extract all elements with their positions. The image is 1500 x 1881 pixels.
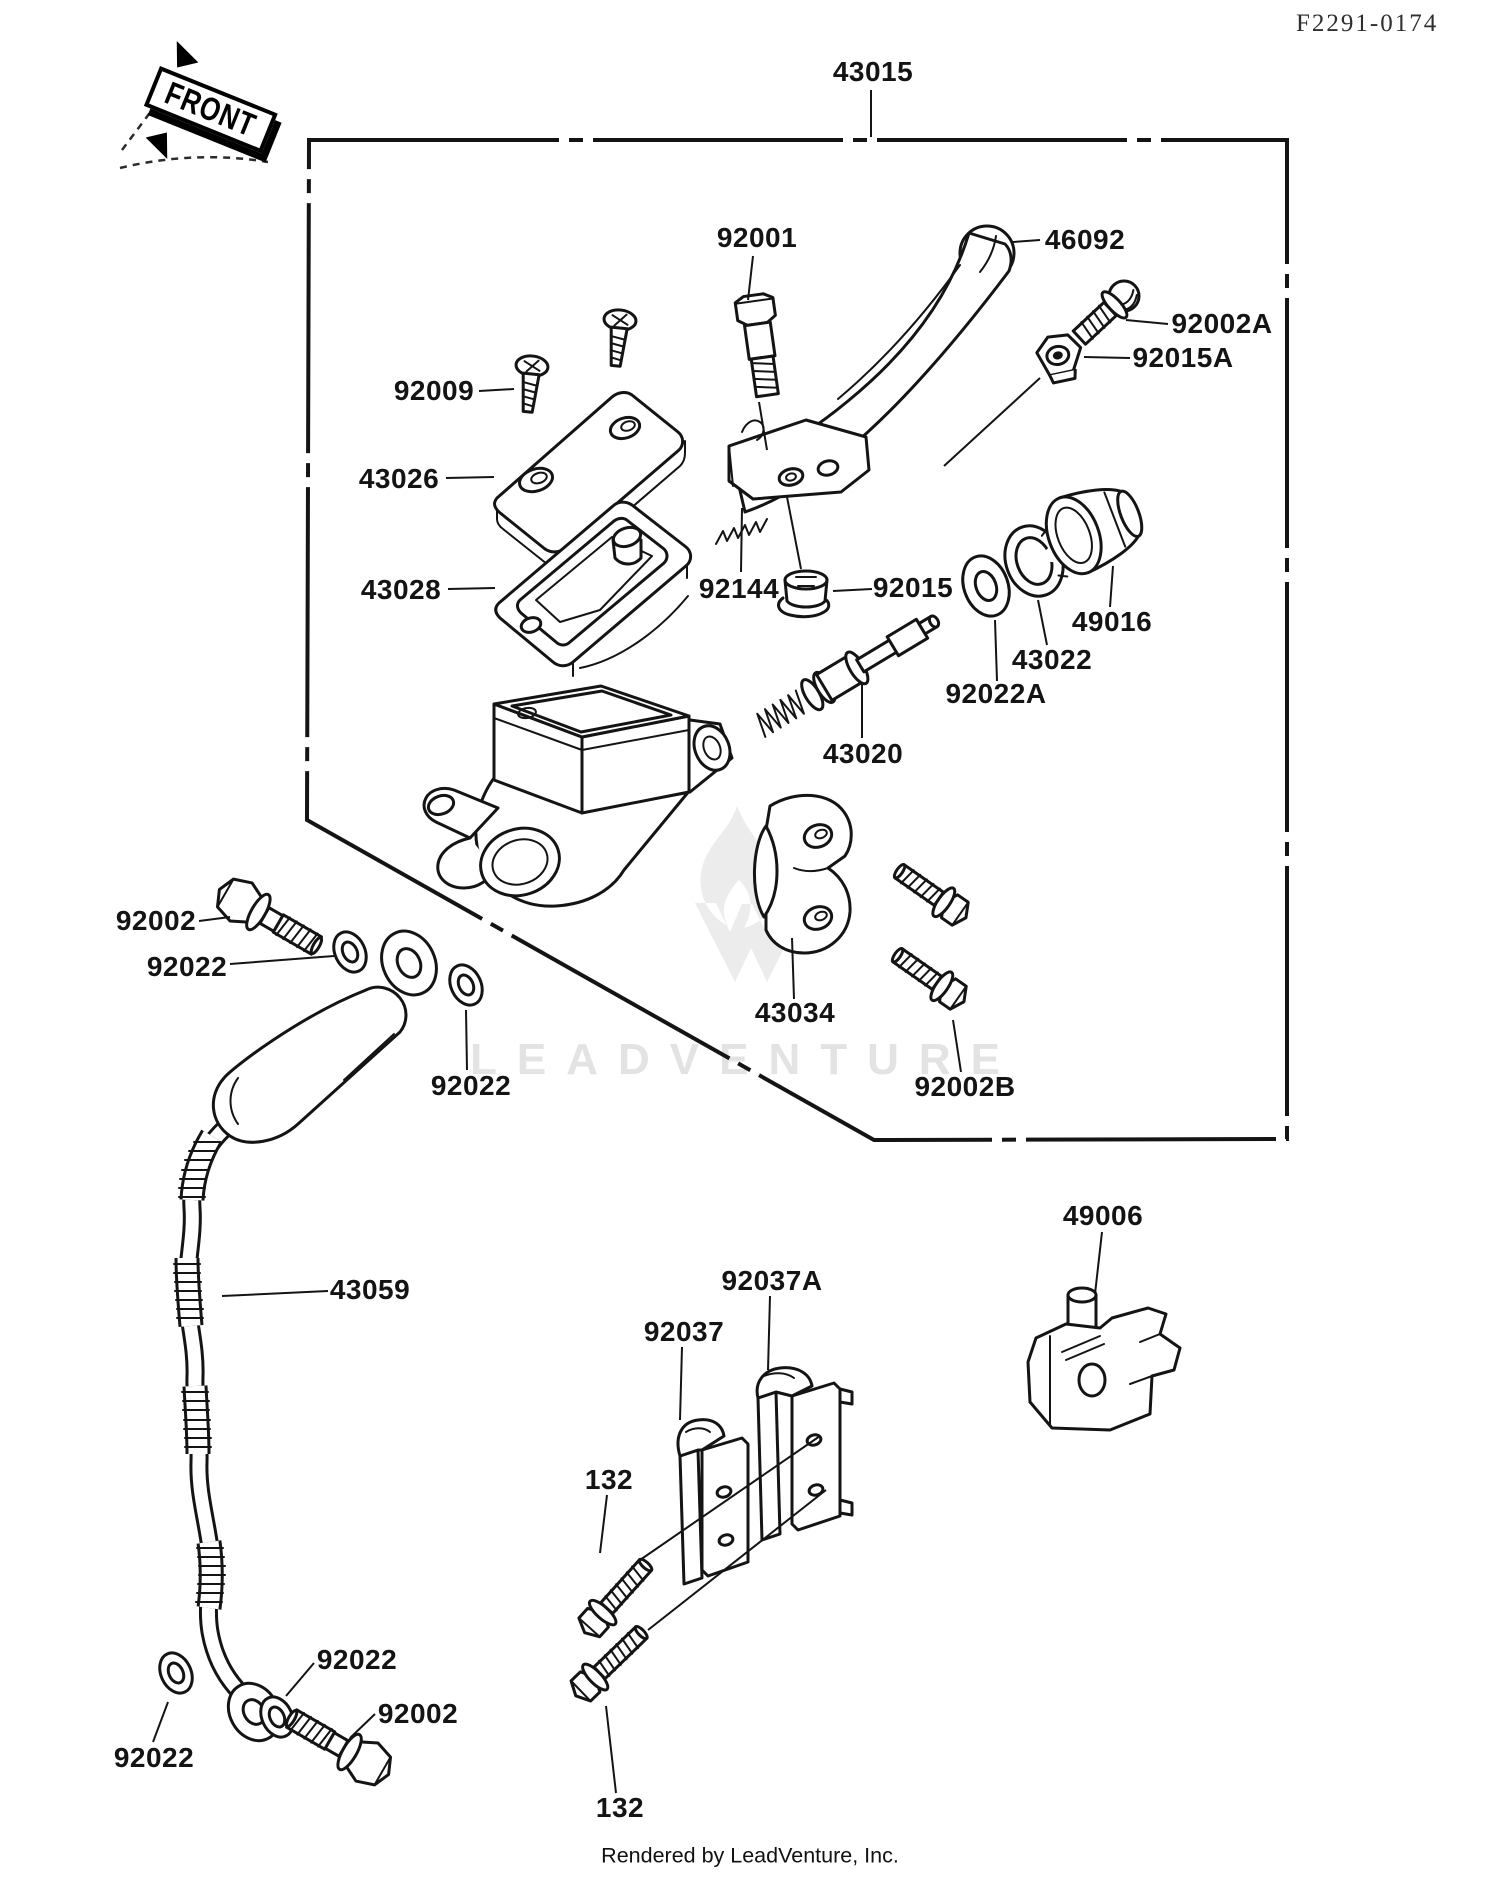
aux-line-4	[647, 1489, 827, 1631]
part-label-92022-16: 92022	[430, 1070, 512, 1101]
assembly-boundary-43015	[304, 138, 1289, 1143]
part-pivot-cap-92015	[777, 569, 831, 619]
part-label-132-23: 132	[584, 1464, 634, 1495]
watermark-text: LEADVENTURE	[469, 1035, 1021, 1084]
fiche-code: F2291-0174	[1296, 10, 1439, 37]
footer-credit: Rendered by LeadVenture, Inc.	[601, 1843, 899, 1868]
part-bracket-bolt-132-2	[569, 1624, 649, 1703]
part-master-cylinder-body	[422, 684, 734, 908]
part-label-92022A-12: 92022A	[945, 678, 1047, 709]
part-label-92002-14: 92002	[115, 905, 197, 936]
leader-line-92022A	[994, 619, 998, 682]
part-label-92022-25: 92022	[316, 1644, 398, 1675]
part-washer-92022a	[961, 554, 1011, 618]
part-label-92009-5: 92009	[393, 375, 475, 406]
leader-lines-layer	[152, 90, 1169, 1794]
part-label-43022-11: 43022	[1011, 644, 1093, 675]
aux-line-1	[943, 377, 1041, 467]
leader-line-92001	[747, 255, 754, 301]
part-banjo-bolt-bottom-92002	[284, 1708, 393, 1787]
part-label-92001-1: 92001	[716, 222, 798, 253]
leader-line-92037	[679, 1346, 683, 1421]
part-label-43028-7: 43028	[360, 574, 442, 605]
leader-line-43034	[791, 937, 795, 1000]
front-badge-dash	[119, 155, 269, 170]
leader-line-49016	[1109, 565, 1114, 608]
aux-line-3	[639, 1435, 821, 1561]
part-brake-hose-43059	[173, 929, 438, 1743]
leader-line-92015	[832, 588, 873, 592]
part-label-92015-9: 92015	[872, 572, 954, 603]
part-label-92002B-18: 92002B	[914, 1071, 1016, 1102]
leader-line-43022	[1037, 599, 1048, 646]
leader-line-46092	[1012, 239, 1041, 243]
part-label-92002A-3: 92002A	[1171, 308, 1273, 339]
part-clamp-43034	[753, 793, 853, 955]
leader-line-92002B	[952, 1019, 962, 1073]
leader-line-43026	[445, 476, 495, 479]
leader-line-92009	[478, 388, 515, 392]
part-banjo-bolt-top-92002	[215, 877, 324, 956]
part-label-92022-27: 92022	[113, 1742, 195, 1773]
front-badge-dash2	[121, 109, 153, 151]
leader-line-92022	[465, 1009, 468, 1071]
part-boot-49016	[1044, 488, 1144, 576]
part-label-43059-22: 43059	[329, 1274, 411, 1305]
part-lever-nut-92015a	[1035, 333, 1083, 385]
leader-line-92022	[152, 1701, 169, 1743]
part-label-43015-0: 43015	[832, 56, 914, 87]
leader-line-92022	[229, 955, 335, 965]
part-cap-screw-2	[602, 308, 638, 368]
part-brake-lever	[727, 224, 1016, 514]
part-label-43034-17: 43034	[754, 997, 836, 1028]
part-bracket-bolt-132-1	[577, 1557, 654, 1639]
leader-line-49006	[1094, 1231, 1103, 1295]
front-direction-badge: FRONT	[128, 36, 318, 186]
leader-line-92002	[349, 1713, 376, 1739]
leader-line-92015A	[1083, 356, 1131, 359]
front-sign-label: FRONT	[159, 73, 262, 145]
part-washer-92022-3	[158, 1651, 194, 1695]
part-label-49016-10: 49016	[1071, 606, 1153, 637]
part-bracket-92037	[676, 1418, 750, 1586]
part-piston-43020	[756, 614, 941, 738]
aux-line-2	[758, 401, 768, 451]
part-pivot-bolt-92001	[733, 292, 780, 399]
leader-line-92002A	[1125, 319, 1169, 325]
part-hose-joint-49006	[1026, 1286, 1182, 1432]
part-washer-92022-1	[332, 930, 368, 974]
part-label-49006-19: 49006	[1062, 1200, 1144, 1231]
part-washer-92022-2	[448, 963, 484, 1007]
part-label-92144-8: 92144	[698, 573, 780, 604]
leader-line-132	[605, 1705, 617, 1794]
part-label-92037A-20: 92037A	[721, 1265, 823, 1296]
leader-line-132	[599, 1494, 608, 1554]
part-label-43026-6: 43026	[358, 463, 440, 494]
aux-line-0	[786, 496, 802, 570]
leader-line-92022	[285, 1662, 315, 1697]
part-label-92002-26: 92002	[377, 1698, 459, 1729]
part-cap-screw-1	[514, 354, 550, 414]
part-clamp-bolt-2	[890, 947, 968, 1011]
leader-line-92002	[198, 916, 231, 922]
front-arrow-icon	[166, 37, 199, 72]
part-label-132-24: 132	[595, 1792, 645, 1823]
part-bracket-92037a	[755, 1366, 854, 1542]
part-diaphragm-43028	[494, 500, 693, 677]
part-label-92022-15: 92022	[146, 951, 228, 982]
leader-line-92037A	[767, 1295, 771, 1371]
leader-line-43028	[447, 587, 496, 590]
part-label-43020-13: 43020	[822, 738, 904, 769]
leader-line-43059	[221, 1290, 329, 1297]
part-clamp-bolt-1	[892, 863, 970, 927]
part-label-92037-21: 92037	[643, 1316, 725, 1347]
front-arrow-shadow-icon	[146, 129, 179, 164]
part-label-92015A-4: 92015A	[1132, 342, 1234, 373]
leader-line-92144	[740, 507, 743, 573]
part-label-46092-2: 46092	[1044, 224, 1126, 255]
part-lever-screw-92002a	[1071, 279, 1141, 346]
